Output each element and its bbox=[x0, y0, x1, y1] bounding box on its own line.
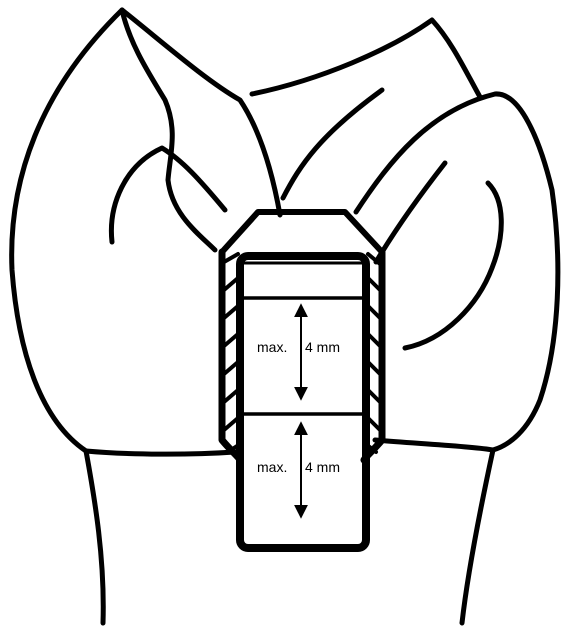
tooth-root bbox=[83, 447, 496, 626]
layer-2-measurement: max. 4 mm bbox=[257, 421, 350, 519]
layer-1-label-value: 4 mm bbox=[305, 339, 340, 355]
enamel-hatching-right bbox=[364, 252, 382, 454]
tooth-crown-outline bbox=[9, 7, 561, 457]
layer-1-label-prefix: max. bbox=[257, 339, 287, 355]
layer-1-measurement: max. 4 mm bbox=[257, 303, 350, 401]
cavity-preparation bbox=[218, 209, 386, 552]
enamel-hatching-left bbox=[222, 252, 242, 454]
layer-2-label-value: 4 mm bbox=[305, 459, 340, 475]
layer-2-label-prefix: max. bbox=[257, 459, 287, 475]
